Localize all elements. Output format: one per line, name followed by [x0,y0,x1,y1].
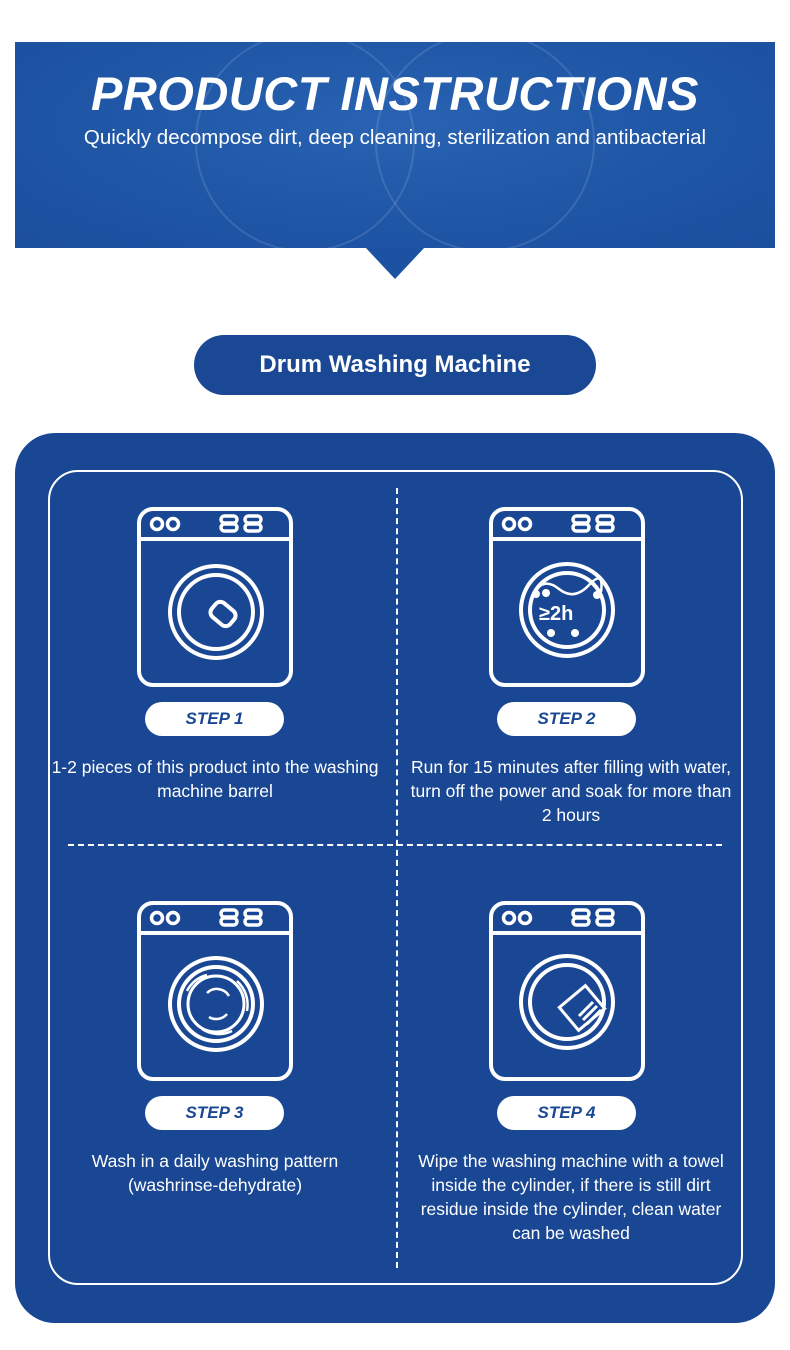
divider-vertical [396,488,398,1268]
step-4-text: Wipe the washing machine with a towel in… [418,1151,724,1243]
washing-machine-tablet-icon [137,507,293,687]
washing-machine-wipe-icon [489,901,645,1081]
section-label: Drum Washing Machine [194,335,596,395]
step-3-text: Wash in a daily washing pattern (washrin… [91,1151,339,1195]
page-subtitle: Quickly decompose dirt, deep cleaning, s… [83,126,707,149]
step-1-text: 1-2 pieces of this product into the wash… [51,757,379,801]
steps-frame [48,470,743,1285]
page-title: PRODUCT INSTRUCTIONS [91,67,699,120]
step-1-badge: STEP 1 [145,702,284,736]
water-ring-decoration [375,42,595,248]
washing-machine-spin-icon [137,901,293,1081]
step-4-badge: STEP 4 [497,1096,636,1130]
step-2-badge: STEP 2 [497,702,636,736]
step-2-text: Run for 15 minutes after filling with wa… [410,757,732,825]
down-arrow-icon [365,247,425,279]
svg-text:≥2h: ≥2h [539,603,573,625]
instructions-panel [15,433,775,1323]
header-banner: PRODUCT INSTRUCTIONS Quickly decompose d… [15,42,775,248]
divider-horizontal [68,844,722,846]
washing-machine-soak-icon: ≥2h [489,507,645,687]
step-3-badge: STEP 3 [145,1096,284,1130]
